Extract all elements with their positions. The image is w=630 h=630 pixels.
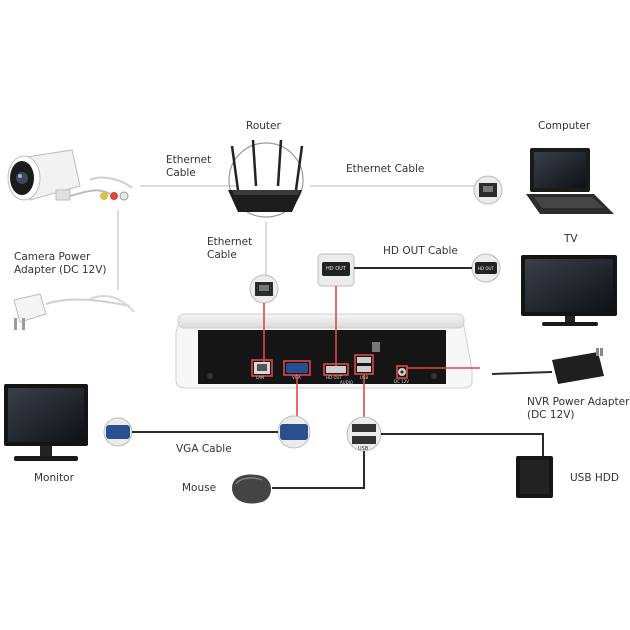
connector-highlights bbox=[251, 286, 480, 418]
usb-hdd-icon bbox=[516, 456, 553, 498]
tv-label: TV bbox=[564, 233, 578, 245]
ethernet-left-label: Ethernet Cable bbox=[166, 154, 211, 180]
nvr-power-adapter-icon bbox=[491, 348, 604, 384]
computer-icon bbox=[526, 148, 614, 214]
camera-power-label: Camera Power Adapter (DC 12V) bbox=[14, 251, 107, 277]
mouse-label: Mouse bbox=[182, 482, 217, 494]
usb-cables bbox=[272, 433, 544, 489]
guide-lines bbox=[117, 185, 478, 290]
ethernet-jack-nvr-icon bbox=[249, 274, 279, 304]
monitor-label: Monitor bbox=[34, 472, 74, 484]
camera-power-adapter-icon bbox=[13, 293, 135, 330]
hd-out-plug-left-icon bbox=[317, 253, 355, 287]
camera-icon bbox=[7, 149, 133, 201]
tv-icon bbox=[521, 255, 617, 326]
nvr-power-label-line2: (DC 12V) bbox=[527, 409, 575, 421]
nvr-power-label-line1: NVR Power Adapter bbox=[527, 396, 630, 408]
ethernet-mid-label-line1: Ethernet bbox=[207, 236, 253, 248]
router-icon bbox=[228, 139, 304, 218]
port-dc-label: DC 12V bbox=[394, 379, 409, 384]
camera-power-label-line2: Adapter (DC 12V) bbox=[14, 264, 107, 276]
hd-out-plug-right-label: HD OUT bbox=[478, 266, 494, 271]
camera-power-label-line1: Camera Power bbox=[14, 251, 91, 263]
hd-out-plug-left-label: HD OUT bbox=[326, 266, 346, 272]
vga-plug-right-icon bbox=[277, 415, 311, 449]
hd-out-cable-label: HD OUT Cable bbox=[383, 245, 458, 257]
port-vga-label: VGA bbox=[292, 375, 301, 380]
ethernet-left-label-line2: Cable bbox=[166, 167, 196, 179]
usb-plug-icon bbox=[346, 416, 382, 452]
port-hd-out-label: HD OUT bbox=[326, 375, 342, 380]
mouse-icon bbox=[232, 474, 271, 504]
ethernet-left-label-line1: Ethernet bbox=[166, 154, 212, 166]
ethernet-mid-label: Ethernet Cable bbox=[207, 236, 252, 262]
hd-out-plug-right-icon bbox=[471, 253, 501, 283]
router-label: Router bbox=[246, 120, 281, 132]
ethernet-right-label: Ethernet Cable bbox=[346, 163, 425, 175]
port-usb-label: USB bbox=[360, 375, 369, 380]
ethernet-mid-label-line2: Cable bbox=[207, 249, 237, 261]
nvr-power-label: NVR Power Adapter (DC 12V) bbox=[527, 396, 629, 422]
nvr-device bbox=[175, 313, 473, 389]
vga-plug-left-icon bbox=[103, 417, 133, 447]
monitor-icon bbox=[4, 384, 88, 461]
ethernet-jack-icon bbox=[473, 175, 503, 205]
computer-label: Computer bbox=[538, 120, 591, 132]
vga-cable-label: VGA Cable bbox=[176, 443, 232, 455]
usb-hdd-label: USB HDD bbox=[570, 472, 619, 484]
port-audio-label: AUDIO bbox=[340, 380, 354, 385]
port-lan-label: LAN bbox=[256, 375, 265, 380]
usb-plug-label: USB bbox=[358, 446, 369, 452]
